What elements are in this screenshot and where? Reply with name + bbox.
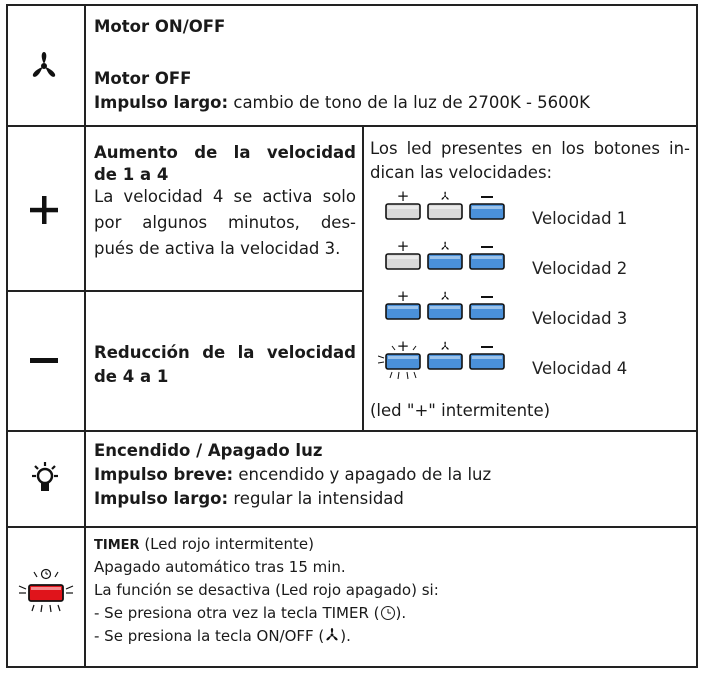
plus-icon xyxy=(28,194,60,226)
decrease-title-a: Reducción de la velocidad xyxy=(94,343,356,362)
light-title: Encendido / Apagado luz xyxy=(94,441,323,460)
increase-title-b: de 1 a 4 xyxy=(94,165,169,184)
speed-row-3: + Velocidad 3 xyxy=(378,288,688,334)
instruction-table: Motor ON/OFF Motor OFF Impulso largo: ca… xyxy=(6,4,698,668)
timer-label: TIMER xyxy=(94,538,140,553)
light-long-press: Impulso largo: regular la intensidad xyxy=(94,488,404,510)
timer-line-4: - Se presiona otra vez la tecla TIMER ()… xyxy=(94,604,407,622)
speed-label: Velocidad 2 xyxy=(532,259,628,278)
speed-label: Velocidad 3 xyxy=(532,309,628,328)
light-long-label: Impulso largo: xyxy=(94,489,229,508)
speed-led-buttons: + xyxy=(378,338,528,384)
timer-line-3: La función se desactiva (Led rojo apagad… xyxy=(94,581,439,599)
timer-line-2: Apagado automático tras 15 min. xyxy=(94,558,346,576)
fan-icon-inline xyxy=(324,627,340,643)
motor-long-press: Impulso largo: cambio de tono de la luz … xyxy=(94,92,590,114)
speed-row-4: + Velocidad 4 xyxy=(378,338,688,384)
svg-text:+: + xyxy=(397,288,410,305)
increase-desc-1: La velocidad 4 se activa solo xyxy=(94,187,356,206)
short-press-label: Impulso breve: xyxy=(94,465,234,484)
svg-text:+: + xyxy=(397,338,410,355)
fan-icon xyxy=(28,50,60,82)
motor-title: Motor ON/OFF xyxy=(94,17,226,36)
speed-row-2: + Velocidad 2 xyxy=(378,238,688,284)
speeds-intro-2: dican las velocidades: xyxy=(370,163,553,182)
short-press-text: encendido y apagado de la luz xyxy=(233,465,492,484)
svg-text:+: + xyxy=(397,188,410,205)
increase-desc-2: por algunos minutos, des- xyxy=(94,213,356,232)
timer-title-rest: (Led rojo intermitente) xyxy=(139,535,314,553)
light-short-press: Impulso breve: encendido y apagado de la… xyxy=(94,464,491,486)
speed-led-buttons: + xyxy=(378,188,528,234)
light-long-text: regular la intensidad xyxy=(228,489,404,508)
increase-title-a: Aumento de la velocidad xyxy=(94,143,356,162)
timer-line-5: - Se presiona la tecla ON/OFF (). xyxy=(94,627,351,645)
speed-led-buttons: + xyxy=(378,288,528,334)
increase-desc-3: pués de activa la velocidad 3. xyxy=(94,239,341,258)
svg-text:+: + xyxy=(397,238,410,255)
clock-icon xyxy=(380,605,396,621)
light-bulb-icon xyxy=(28,460,62,496)
speeds-note: (led "+" intermitente) xyxy=(370,401,551,420)
motor-off-label: Motor OFF xyxy=(94,69,192,88)
speed-row-1: + Velocidad 1 xyxy=(378,188,688,234)
minus-icon xyxy=(28,356,60,366)
speed-label: Velocidad 1 xyxy=(532,209,628,228)
timer-button-icon xyxy=(14,564,78,618)
long-press-label: Impulso largo: xyxy=(94,93,229,112)
decrease-title-b: de 4 a 1 xyxy=(94,367,169,386)
speeds-intro-1: Los led presentes en los botones in- xyxy=(370,139,690,158)
timer-title: TIMER (Led rojo intermitente) xyxy=(94,534,314,556)
speed-label: Velocidad 4 xyxy=(532,359,628,378)
speed-led-buttons: + xyxy=(378,238,528,284)
long-press-text: cambio de tono de la luz de 2700K - 5600… xyxy=(228,93,590,112)
